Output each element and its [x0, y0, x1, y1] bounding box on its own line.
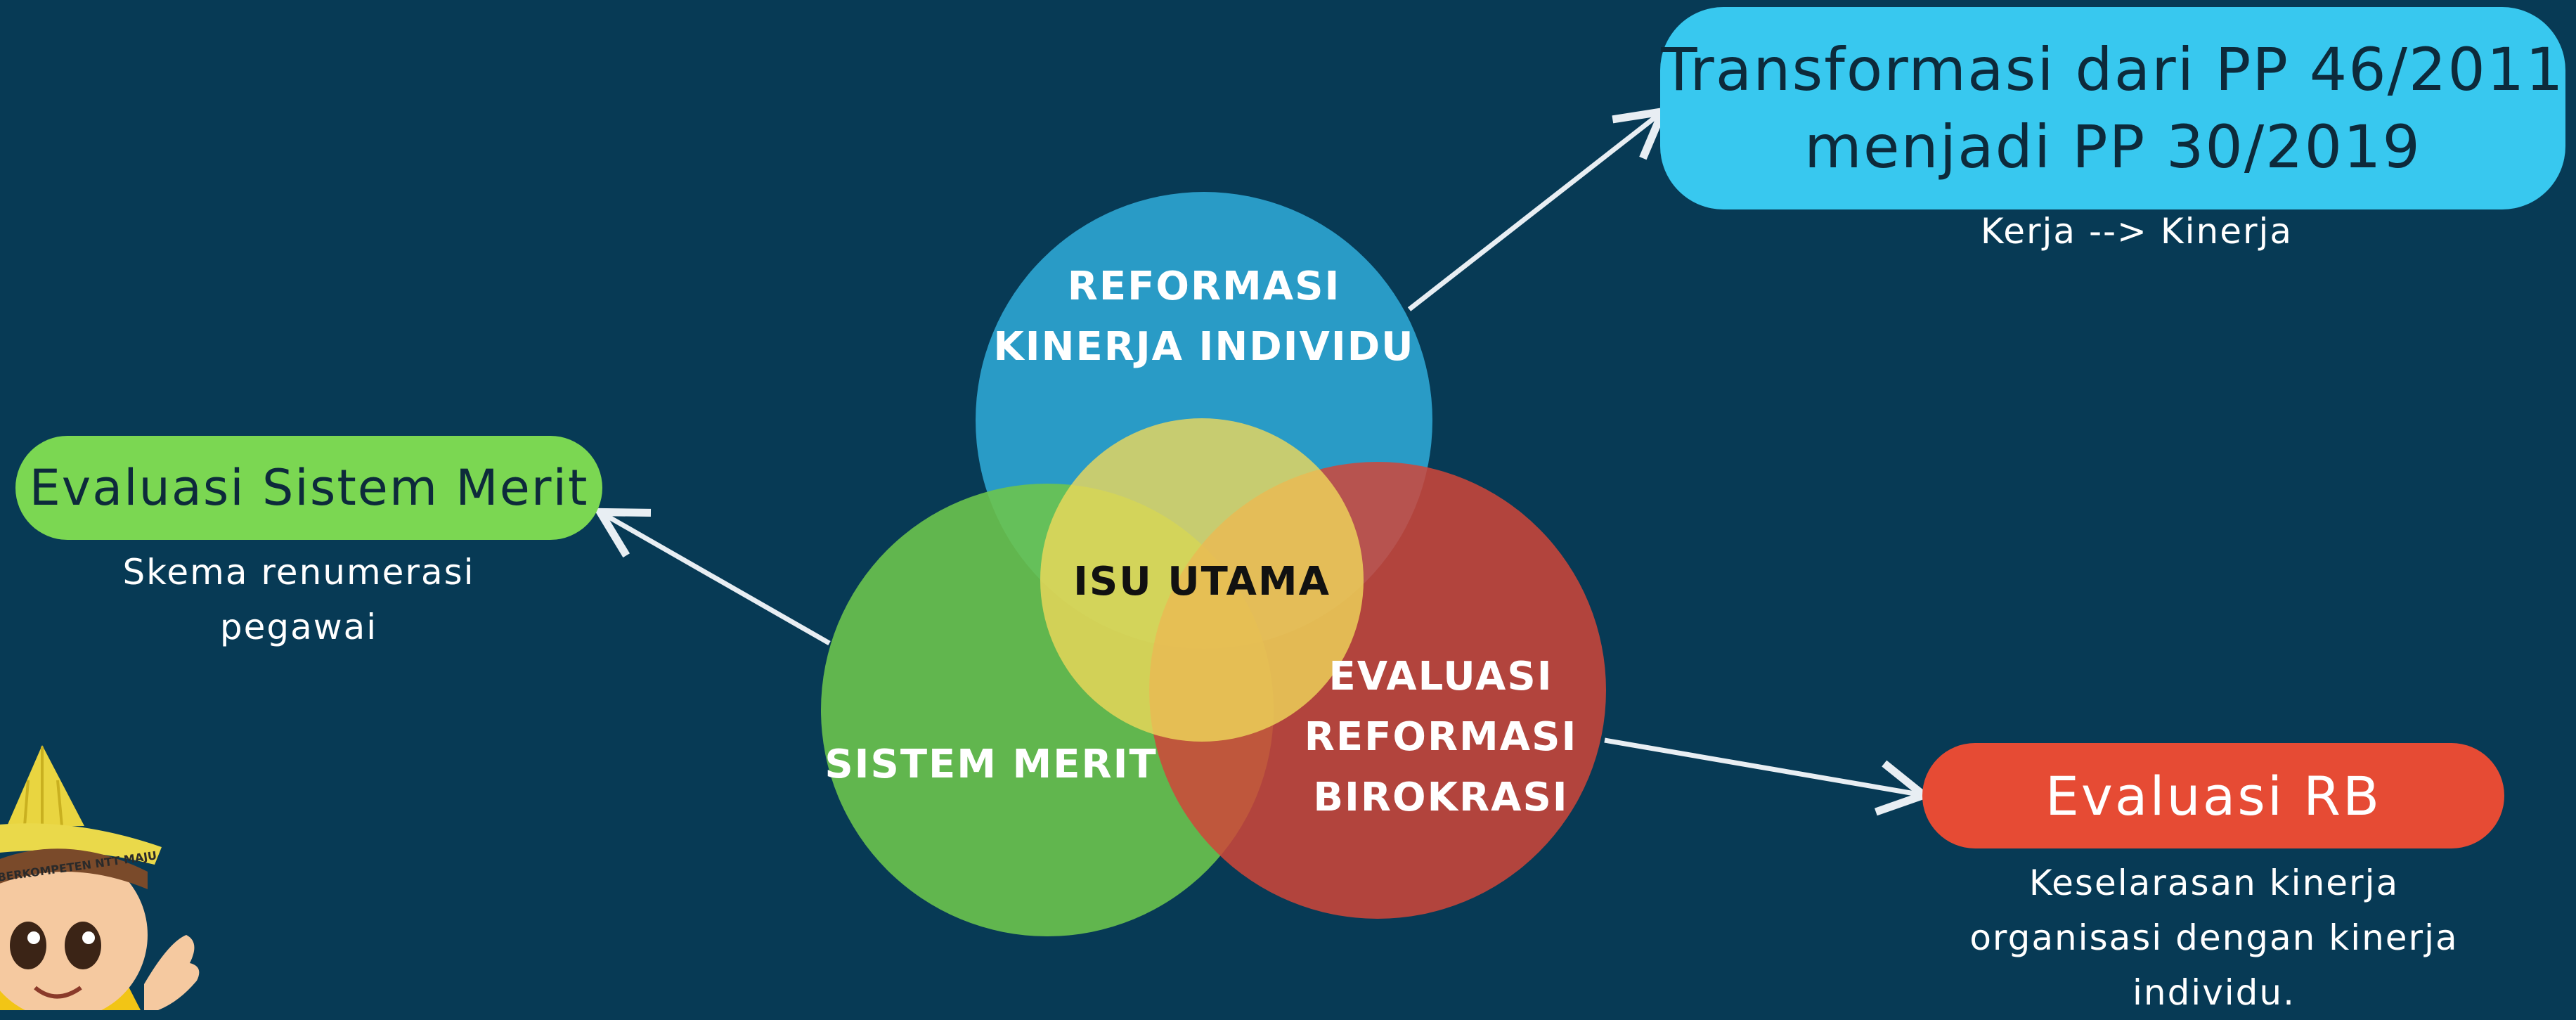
box-evaluasi-rb-desc-line2: organisasi dengan kinerja	[1969, 917, 2459, 958]
box-evaluasi-rb-desc-line3: individu.	[2132, 972, 2296, 1013]
box-transformasi: Transformasi dari PP 46/2011 menjadi PP …	[1660, 7, 2565, 209]
box-evaluasi-rb-description: Keselarasan kinerja organisasi dengan ki…	[1926, 856, 2502, 1020]
box-evaluasi-sistem-merit-desc-line2: pegawai	[219, 607, 378, 647]
venn-label-evaluasi-line3: BIROKRASI	[1313, 775, 1569, 820]
venn-label-isu-utama: ISU UTAMA	[1073, 559, 1331, 605]
venn-circle-isu-utama	[1040, 418, 1364, 742]
box-evaluasi-sistem-merit-description: Skema renumerasi pegawai	[42, 545, 555, 654]
venn-label-evaluasi-line1: EVALUASI	[1328, 654, 1553, 699]
box-evaluasi-rb-desc-line1: Keselarasan kinerja	[2028, 863, 2400, 903]
arrow-to-top-box	[1407, 106, 1669, 311]
venn-label-reformasi-kinerja: REFORMASI KINERJA INDIVIDU	[977, 257, 1431, 377]
venn-label-sistem-merit: SISTEM MERIT	[824, 742, 1158, 787]
box-transformasi-title-line2: menjadi PP 30/2019	[1804, 112, 2421, 181]
venn-label-evaluasi-rb: EVALUASI REFORMASI BIROKRASI	[1279, 647, 1603, 828]
box-transformasi-description: Kerja --> Kinerja	[1980, 211, 2293, 252]
venn-label-evaluasi-line2: REFORMASI	[1304, 714, 1578, 760]
box-evaluasi-rb: Evaluasi RB	[1922, 743, 2504, 848]
venn-label-reformasi-line2: KINERJA INDIVIDU	[993, 324, 1415, 370]
box-transformasi-title-line1: Transformasi dari PP 46/2011	[1661, 35, 2565, 104]
mascot-illustration: BERKOMPETEN NTT MAJU	[0, 745, 200, 1010]
box-evaluasi-sistem-merit-desc-line1: Skema renumerasi	[122, 552, 475, 593]
arrow-to-right-box	[1604, 737, 1932, 816]
venn-label-reformasi-line1: REFORMASI	[1067, 264, 1341, 309]
arrow-to-left-box	[593, 508, 831, 646]
box-evaluasi-sistem-merit: Evaluasi Sistem Merit	[15, 436, 602, 540]
